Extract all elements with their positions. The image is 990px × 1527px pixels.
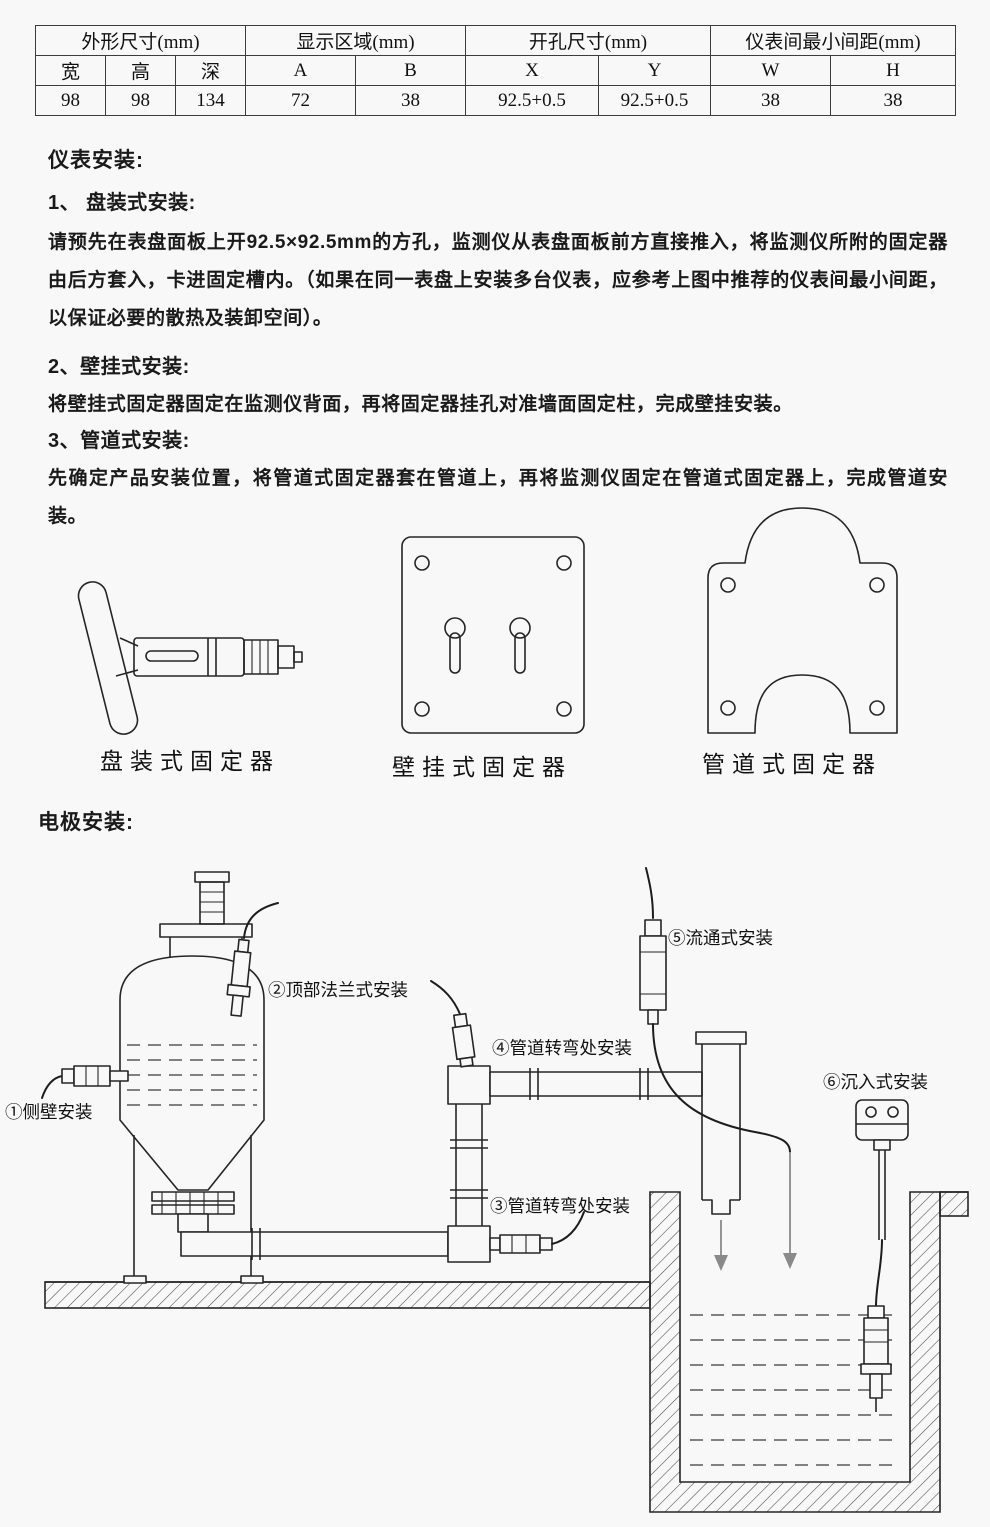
wall-fixture-diagram xyxy=(401,536,585,734)
panel-mount-body: 请预先在表盘面板上开92.5×92.5mm的方孔，监测仪从表盘面板前方直接推入，… xyxy=(48,232,948,329)
table-group-header-row: 外形尺寸(mm) 显示区域(mm) 开孔尺寸(mm) 仪表间最小间距(mm) xyxy=(34,25,957,56)
panel-mount-heading: 1、 盘装式安装: xyxy=(48,192,196,214)
screw-hole xyxy=(720,577,736,593)
col-header: 深 xyxy=(174,55,247,86)
group-header-outline: 外形尺寸(mm) xyxy=(34,25,247,56)
group-header-display: 显示区域(mm) xyxy=(245,25,467,56)
value-cell: 92.5+0.5 xyxy=(465,85,600,116)
wall-fixture-label: 壁挂式固定器 xyxy=(392,755,572,780)
clamp-shaft xyxy=(133,637,303,677)
value-cell: 134 xyxy=(174,85,247,116)
tank xyxy=(119,871,265,1284)
label-elbow-upper: ④管道转弯处安装 xyxy=(492,1038,632,1058)
col-header: H xyxy=(830,55,957,86)
screw-hole xyxy=(869,577,885,593)
sump-pit xyxy=(649,1191,941,1513)
col-header: Y xyxy=(598,55,712,86)
col-header: A xyxy=(245,55,357,86)
sensor-side-wall xyxy=(41,1065,129,1099)
screw-hole xyxy=(414,701,430,717)
wall-plate xyxy=(401,536,585,734)
keyhole-slot xyxy=(444,617,466,674)
value-cell: 92.5+0.5 xyxy=(598,85,712,116)
submersible-assembly xyxy=(855,1099,909,1412)
table-column-header-row: 宽 高 深 A B X Y W H xyxy=(35,55,957,86)
pipe-fixture-diagram xyxy=(707,507,898,734)
pipe-fixture-label: 管道式固定器 xyxy=(702,752,882,777)
bottom-pipe xyxy=(177,1213,491,1263)
wall-mount-body: 将壁挂式固定器固定在监测仪背面，再将固定器挂孔对准墙面固定柱，完成壁挂安装。 xyxy=(48,394,793,415)
tank-bottom-flange xyxy=(151,1191,235,1215)
table-value-row: 98 98 134 72 38 92.5+0.5 92.5+0.5 38 38 xyxy=(35,85,957,116)
tank-legs xyxy=(123,1135,264,1284)
pipe-bracket xyxy=(707,507,898,734)
ground-left xyxy=(44,1281,651,1309)
value-cell: 38 xyxy=(830,85,957,116)
col-header: 高 xyxy=(105,55,176,86)
sensor-top-flange xyxy=(226,902,279,1017)
value-cell: 98 xyxy=(105,85,176,116)
screw-hole xyxy=(556,701,572,717)
pipe-mount-heading: 3、管道式安装: xyxy=(48,430,190,452)
electrode-install-title: 电极安装: xyxy=(38,811,134,834)
wall-mount-heading: 2、壁挂式安装: xyxy=(48,356,190,378)
value-cell: 98 xyxy=(35,85,106,116)
screw-hole xyxy=(720,700,736,716)
label-submersible: ⑥沉入式安装 xyxy=(823,1072,928,1092)
sensor-pipe-elbow-upper xyxy=(430,980,476,1068)
dimension-spec-table: 外形尺寸(mm) 显示区域(mm) 开孔尺寸(mm) 仪表间最小间距(mm) 宽… xyxy=(34,25,957,116)
value-cell: 38 xyxy=(355,85,467,116)
flow-cell xyxy=(639,867,797,1269)
panel-fixture-label: 盘装式固定器 xyxy=(100,749,280,774)
col-header: X xyxy=(465,55,600,86)
discharge-pipe xyxy=(695,1031,747,1271)
sensor-pipe-elbow-lower xyxy=(489,1211,585,1254)
tank-liquid-lines xyxy=(127,1044,257,1106)
down-arrow xyxy=(714,1255,728,1271)
submerged-electrode xyxy=(860,1305,892,1412)
electrode-installation-diagram: ①侧壁安装 ②顶部法兰式安装 ④管道转弯处安装 ⑤流通式安装 ③管道转弯处安装 … xyxy=(5,867,969,1513)
clamp-handle xyxy=(77,581,139,735)
col-header: 宽 xyxy=(35,55,106,86)
screw-hole xyxy=(869,700,885,716)
group-header-spacing: 仪表间最小间距(mm) xyxy=(710,25,957,56)
riser-pipe xyxy=(447,1065,703,1226)
label-elbow-lower: ③管道转弯处安装 xyxy=(490,1196,630,1216)
value-cell: 72 xyxy=(245,85,357,116)
col-header: W xyxy=(710,55,832,86)
keyhole-slot xyxy=(509,617,531,674)
col-header: B xyxy=(355,55,467,86)
screw-hole xyxy=(556,555,572,571)
ground-right xyxy=(939,1191,969,1217)
group-header-cutout: 开孔尺寸(mm) xyxy=(465,25,712,56)
label-side-wall: ①侧壁安装 xyxy=(5,1102,93,1122)
panel-fixture-diagram xyxy=(77,581,303,735)
meter-install-title: 仪表安装: xyxy=(48,149,144,172)
value-cell: 38 xyxy=(710,85,832,116)
label-flow-through: ⑤流通式安装 xyxy=(668,928,773,948)
label-top-flange: ②顶部法兰式安装 xyxy=(268,980,408,1000)
down-arrow xyxy=(783,1253,797,1269)
screw-hole xyxy=(414,555,430,571)
pipe-mount-body: 先确定产品安装位置，将管道式固定器套在管道上，再将监测仪固定在管道式固定器上，完… xyxy=(48,468,948,527)
